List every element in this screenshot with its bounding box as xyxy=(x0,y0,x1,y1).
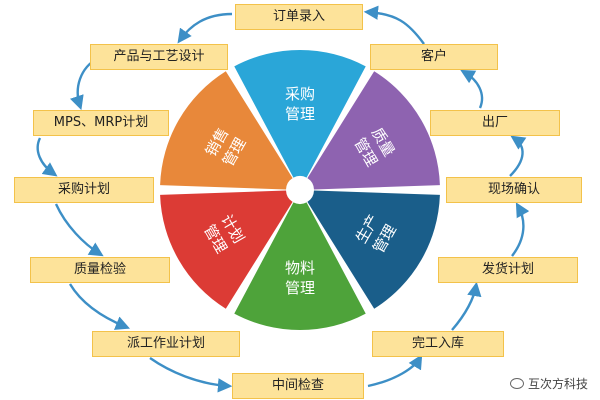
flow-arrow xyxy=(511,202,530,257)
wheel-segment xyxy=(307,71,440,190)
wheel-segment xyxy=(234,202,366,330)
box-quality-inspection: 质量检验 xyxy=(30,257,170,283)
box-product-process-design: 产品与工艺设计 xyxy=(90,44,228,70)
box-delivery-plan: 发货计划 xyxy=(438,257,578,283)
box-onsite-confirmation: 现场确认 xyxy=(446,177,582,203)
box-midway-inspection: 中间检查 xyxy=(232,373,364,399)
wheel-segment xyxy=(234,50,366,178)
flow-arrow xyxy=(149,357,233,393)
box-factory-exit: 出厂 xyxy=(430,110,560,136)
box-mps-mrp-plan: MPS、MRP计划 xyxy=(33,110,169,136)
wheel-hub xyxy=(291,181,309,199)
flow-arrow xyxy=(177,12,233,44)
flow-arrow xyxy=(460,69,484,109)
wheel-segment xyxy=(307,190,440,309)
flow-arrow xyxy=(367,354,423,388)
watermark: 互次方科技 xyxy=(509,375,588,392)
box-order-entry: 订单录入 xyxy=(235,4,363,30)
flow-arrow xyxy=(509,135,527,177)
flow-arrow xyxy=(54,203,104,257)
watermark-text: 互次方科技 xyxy=(527,377,588,391)
box-purchase-plan: 采购计划 xyxy=(14,177,154,203)
box-customer: 客户 xyxy=(370,44,498,70)
wheel-label-line: 采购 xyxy=(285,85,315,103)
flow-arrow xyxy=(68,283,130,330)
wheel-label-line: 管理 xyxy=(285,105,315,123)
wheel-segment xyxy=(160,71,293,190)
wheel-label-line: 管理 xyxy=(285,279,315,297)
flow-arrow xyxy=(451,281,482,331)
wheel-label-line: 物料 xyxy=(285,259,315,277)
flow-arrow xyxy=(36,137,58,177)
wheel-segment xyxy=(160,190,293,309)
box-dispatch-work-plan: 派工作业计划 xyxy=(92,331,240,357)
box-completion-storage: 完工入库 xyxy=(372,331,504,357)
flow-arrow xyxy=(363,5,425,45)
chat-bubble-icon xyxy=(509,378,524,389)
